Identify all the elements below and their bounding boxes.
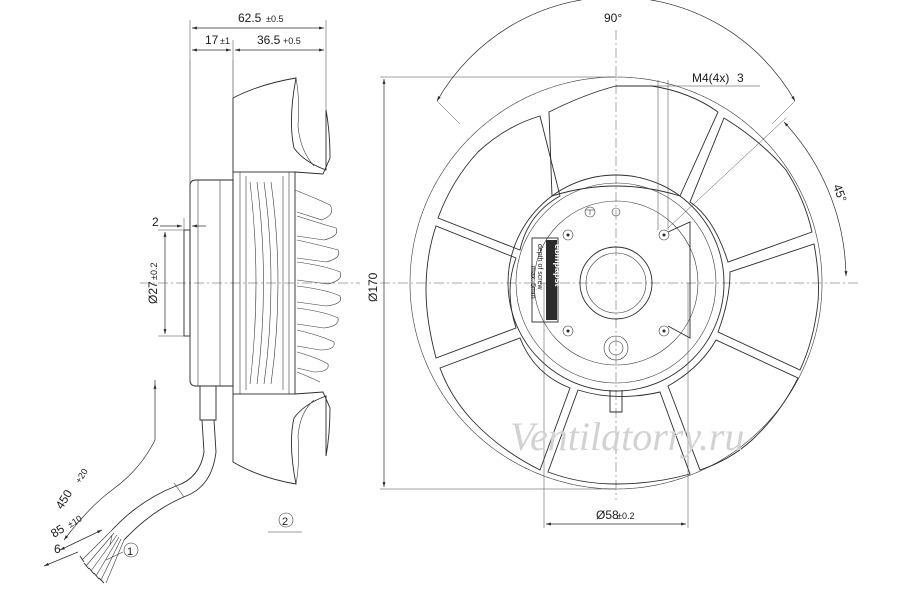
dim-angle-side: 45° (830, 182, 849, 204)
cable (111, 419, 205, 531)
callout-1: 1 (105, 542, 139, 561)
dim-hub-depth: 17 (205, 33, 219, 47)
cooling-fins (294, 189, 342, 383)
dim-overall-depth-tol: ±0.5 (266, 14, 283, 24)
lower-blade (232, 391, 331, 485)
thread-spec: M4(4x) (692, 71, 729, 85)
dim-hub-dia-tol: ±0.2 (149, 263, 159, 280)
cable-gland (199, 386, 217, 421)
dim-hub-dia: Ø27 (146, 281, 160, 304)
callout-2: 2 (268, 512, 302, 533)
dim-impeller-depth: 36.5 (257, 33, 281, 47)
dim-impeller-depth-tol: +0.5 (283, 36, 301, 46)
ground-symbol (584, 206, 596, 218)
thread-depth: 3 (737, 71, 744, 85)
dim-outer-dia: Ø170 (366, 272, 380, 302)
dim-cable-length-tol: +20 (73, 467, 90, 485)
watermark: Ventilatorry.ru (510, 414, 744, 459)
svg-text:depth of screw: depth of screw (536, 244, 543, 290)
hub-bore (579, 246, 653, 320)
dim-strip-length: 85 (48, 521, 67, 540)
blades (425, 85, 819, 485)
svg-text:2: 2 (282, 516, 288, 528)
side-view (79, 60, 360, 584)
dim-strip-length-tol: ±10 (66, 513, 84, 529)
dim-cable-length: 450 (53, 487, 76, 512)
mounting-holes (562, 229, 670, 337)
dim-angle-top: 90° (604, 11, 622, 25)
rating-label: ebmpapst depth of screw max. 5mm (529, 237, 563, 323)
svg-text:max. 5mm: max. 5mm (529, 266, 536, 299)
dim-wire-strip: 6 (54, 542, 61, 556)
front-dimensions: Ø170 90° 45° M4(4x) 3 Ø58 ±0.2 (366, 0, 850, 528)
svg-text:1: 1 (127, 546, 133, 558)
dim-hub-depth-tol: ±1 (220, 36, 230, 46)
rotor-ring (232, 171, 296, 395)
side-dimensions: 62.5 ±0.5 17 ±1 36.5 +0.5 2 Ø27 ±0.2 450… (43, 11, 327, 567)
upper-blade (232, 77, 331, 175)
dim-overall-depth: 62.5 (238, 11, 262, 25)
dim-bore-dia-tol: ±0.2 (617, 511, 634, 521)
svg-text:ebmpapst: ebmpapst (553, 244, 563, 287)
dim-bore-dia: Ø58 (596, 508, 619, 522)
dim-offset: 2 (152, 215, 159, 229)
wire-leads (79, 529, 125, 584)
